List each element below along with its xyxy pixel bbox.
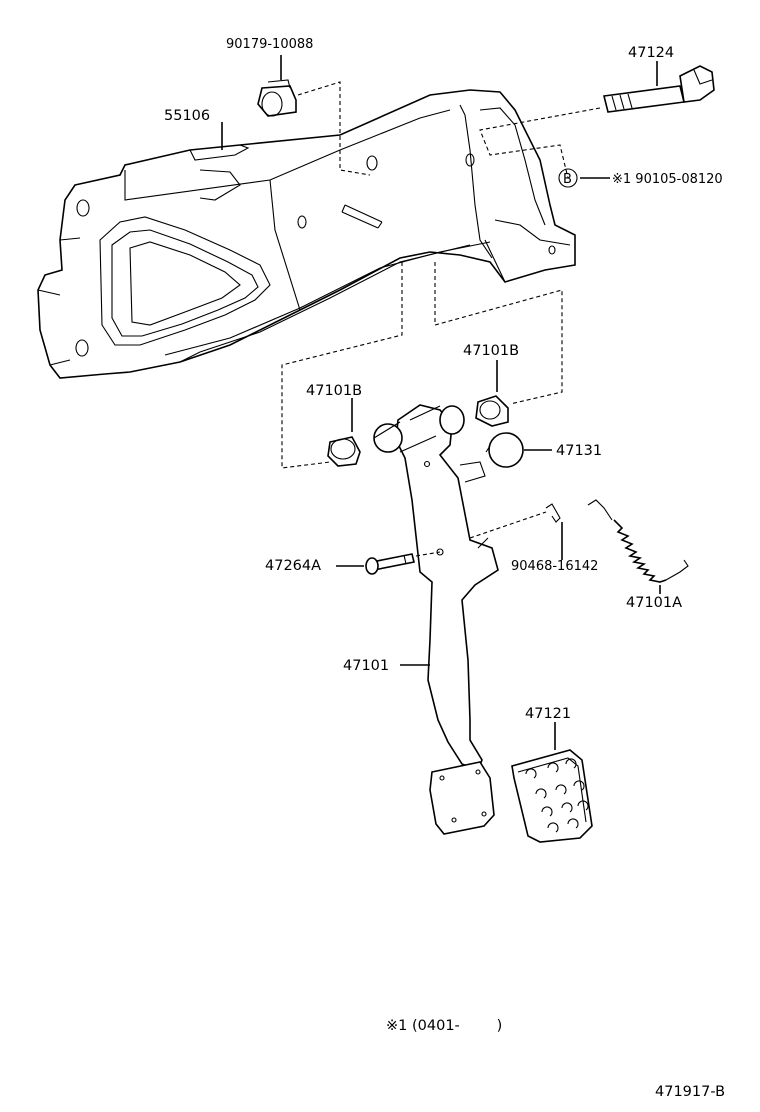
bushing-47101b-left xyxy=(327,398,361,467)
callout-b: B xyxy=(558,168,610,188)
label-47101a: 47101A xyxy=(626,595,682,611)
pin-47264a xyxy=(336,553,415,575)
label-90105-08120: ※1 90105-08120 xyxy=(612,172,723,187)
label-47124: 47124 xyxy=(628,45,674,61)
label-47101b-left: 47101B xyxy=(306,383,362,399)
diagram-code: 471917-B xyxy=(655,1084,725,1100)
return-spring-47101a xyxy=(587,499,689,594)
bushing-47101b-right xyxy=(475,360,509,427)
svg-text:B: B xyxy=(563,172,572,187)
label-90468-16142: 90468-16142 xyxy=(511,559,598,574)
collar-90179 xyxy=(257,55,297,117)
label-47121: 47121 xyxy=(525,706,571,722)
label-47264a: 47264A xyxy=(265,558,321,574)
label-47101: 47101 xyxy=(343,658,389,674)
label-90179-10088: 90179-10088 xyxy=(226,37,313,52)
pedal-bracket-55106 xyxy=(37,89,576,379)
brake-pedal-arm-47101 xyxy=(373,404,499,835)
footnote: ※1 (0401- ) xyxy=(386,1018,502,1034)
clip-90468 xyxy=(545,503,563,560)
label-55106: 55106 xyxy=(164,108,210,124)
cushion-47131 xyxy=(485,432,552,468)
pedal-pad-47121 xyxy=(511,722,593,843)
label-47101b-right: 47101B xyxy=(463,343,519,359)
bolt-47124 xyxy=(603,61,715,113)
label-47131: 47131 xyxy=(556,443,602,459)
